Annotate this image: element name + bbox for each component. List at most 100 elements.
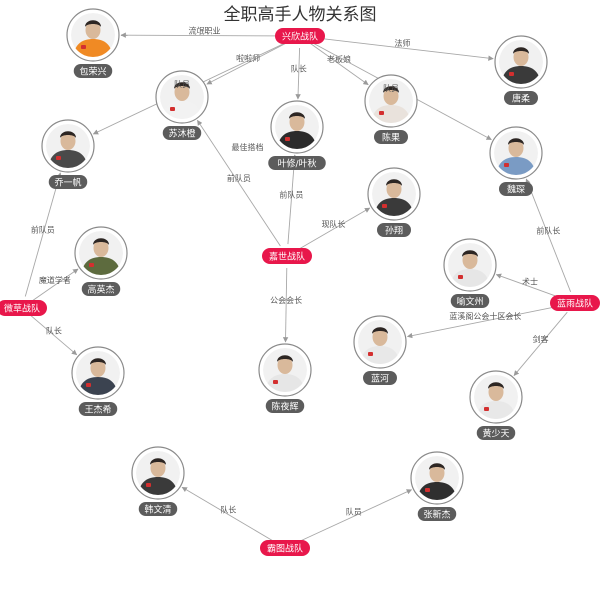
person-node-sumucheng[interactable]: 苏沐橙 bbox=[155, 70, 209, 140]
person-node-hanwenqing[interactable]: 韩文清 bbox=[131, 446, 185, 516]
name-tag bbox=[48, 175, 88, 189]
person-portrait-icon bbox=[474, 375, 518, 419]
team-logo-icon bbox=[86, 383, 91, 387]
name-tag bbox=[73, 64, 113, 78]
team-logo-icon bbox=[509, 72, 514, 76]
team-name: 嘉世战队 bbox=[269, 251, 305, 263]
person-name: 黄少天 bbox=[482, 428, 509, 440]
relation-edge-batu-hanwenqing bbox=[181, 486, 275, 543]
person-node-tangrou[interactable]: 唐柔 bbox=[494, 35, 548, 105]
person-portrait-icon bbox=[358, 320, 402, 364]
relation-label: 前队员 bbox=[279, 189, 303, 199]
relation-edge-lanyu-huangshaotian bbox=[513, 311, 568, 376]
person-node-yexiu[interactable]: 叶修/叶秋 bbox=[268, 100, 326, 170]
relation-edge-xingxin-chenguo bbox=[309, 42, 369, 86]
person-node-yuwenzhou[interactable]: 喻文州 bbox=[443, 238, 497, 308]
name-tag bbox=[504, 91, 538, 105]
person-node-chenguo[interactable]: 陈果 bbox=[364, 74, 418, 144]
name-tag bbox=[265, 399, 305, 413]
page-title: 全职高手人物关系图 bbox=[224, 5, 377, 25]
person-node-chenyehui[interactable]: 陈夜辉 bbox=[258, 343, 312, 413]
name-tag bbox=[78, 402, 118, 416]
name-tag bbox=[450, 294, 490, 308]
name-tag bbox=[81, 282, 121, 296]
person-portrait-icon bbox=[263, 348, 307, 392]
relation-edge-xingxin-tangrou bbox=[311, 36, 494, 61]
note-layer: 最佳搭档队员队员 bbox=[174, 79, 399, 152]
person-name: 唐柔 bbox=[512, 93, 530, 105]
person-node-sunxiang[interactable]: 孙翔 bbox=[367, 167, 421, 237]
person-name: 陈夜辉 bbox=[271, 401, 298, 413]
relation-label: 队长 bbox=[46, 325, 62, 335]
team-logo-icon bbox=[484, 407, 489, 411]
person-portrait-icon bbox=[372, 172, 416, 216]
person-portrait-icon bbox=[46, 124, 90, 168]
relation-edge-xingxin-baorongxing bbox=[120, 32, 289, 38]
name-tag bbox=[268, 156, 326, 170]
relation-edge-batu-zhangxinjie bbox=[295, 489, 413, 544]
team-node-xingxin[interactable]: 兴欣战队 bbox=[275, 28, 325, 44]
team-node-lanyu[interactable]: 蓝雨战队 bbox=[550, 295, 600, 311]
team-logo-icon bbox=[89, 263, 94, 267]
relation-label: 前队长 bbox=[536, 225, 560, 235]
relation-label: 队员 bbox=[346, 506, 362, 516]
team-logo-icon bbox=[285, 137, 290, 141]
relation-label: 公会会长 bbox=[270, 295, 302, 305]
relation-note: 队员 bbox=[174, 79, 190, 89]
relation-edge-lanyu-yuwenzhou bbox=[495, 273, 564, 300]
person-node-lanhe[interactable]: 蓝河 bbox=[353, 315, 407, 385]
person-portrait-icon bbox=[369, 79, 413, 123]
relation-label: 魔道学者 bbox=[39, 275, 71, 285]
name-tag bbox=[417, 507, 457, 521]
person-portrait-icon bbox=[136, 451, 180, 495]
person-portrait-icon bbox=[415, 456, 459, 500]
person-node-huangshaotian[interactable]: 黄少天 bbox=[469, 370, 523, 440]
person-node-gaoyingjie[interactable]: 高英杰 bbox=[74, 226, 128, 296]
relation-edge-jiashi-sunxiang bbox=[297, 207, 371, 251]
person-portrait-icon bbox=[160, 75, 204, 119]
relation-label: 前队员 bbox=[31, 225, 55, 235]
person-node-weichen[interactable]: 魏琛 bbox=[489, 126, 543, 196]
team-logo-icon bbox=[170, 107, 175, 111]
relation-label: 现队长 bbox=[322, 219, 346, 229]
relation-edge-lanyu-weichen bbox=[525, 178, 572, 292]
person-node-wangjiexi[interactable]: 王杰希 bbox=[71, 346, 125, 416]
team-node-weicao[interactable]: 微草战队 bbox=[0, 300, 47, 316]
team-logo-icon bbox=[146, 483, 151, 487]
person-node-baorongxing[interactable]: 包荣兴 bbox=[66, 8, 120, 78]
team-pill bbox=[275, 28, 325, 44]
team-node-jiashi[interactable]: 嘉世战队 bbox=[262, 248, 312, 264]
person-name: 蓝河 bbox=[371, 373, 389, 385]
team-logo-icon bbox=[458, 275, 463, 279]
relation-label: 蓝溪阁公会十区会长 bbox=[449, 311, 521, 321]
name-tag bbox=[377, 223, 411, 237]
relation-label: 队长 bbox=[291, 64, 307, 74]
relation-edge-jiashi-chenyehui bbox=[282, 267, 289, 343]
team-logo-icon bbox=[81, 45, 86, 49]
person-portrait-icon bbox=[275, 105, 319, 149]
relation-label: 流氓职业 bbox=[188, 26, 220, 36]
relation-edge-weicao-gaoyingjie bbox=[31, 268, 79, 302]
name-tag bbox=[363, 371, 397, 385]
person-portrait-icon bbox=[499, 40, 543, 84]
person-portrait-icon bbox=[448, 243, 492, 287]
person-name: 苏沐橙 bbox=[168, 128, 195, 140]
person-node-qiaoyifan[interactable]: 乔一帆 bbox=[41, 119, 95, 189]
team-pill bbox=[260, 540, 310, 556]
team-logo-icon bbox=[56, 156, 61, 160]
person-name: 魏琛 bbox=[507, 184, 525, 196]
name-tag bbox=[499, 182, 533, 196]
team-name: 兴欣战队 bbox=[282, 31, 318, 43]
relation-label: 法师 bbox=[395, 38, 411, 48]
person-portrait-icon bbox=[76, 351, 120, 395]
relation-edge-weicao-wangjiexi bbox=[30, 315, 78, 356]
person-portrait-icon bbox=[79, 231, 123, 275]
team-logo-icon bbox=[273, 380, 278, 384]
team-pill bbox=[262, 248, 312, 264]
name-tag bbox=[374, 130, 408, 144]
team-node-batu[interactable]: 霸图战队 bbox=[260, 540, 310, 556]
person-node-zhangxinjie[interactable]: 张新杰 bbox=[410, 451, 464, 521]
relation-edge-jiashi-sumucheng bbox=[197, 119, 281, 247]
team-pill bbox=[550, 295, 600, 311]
